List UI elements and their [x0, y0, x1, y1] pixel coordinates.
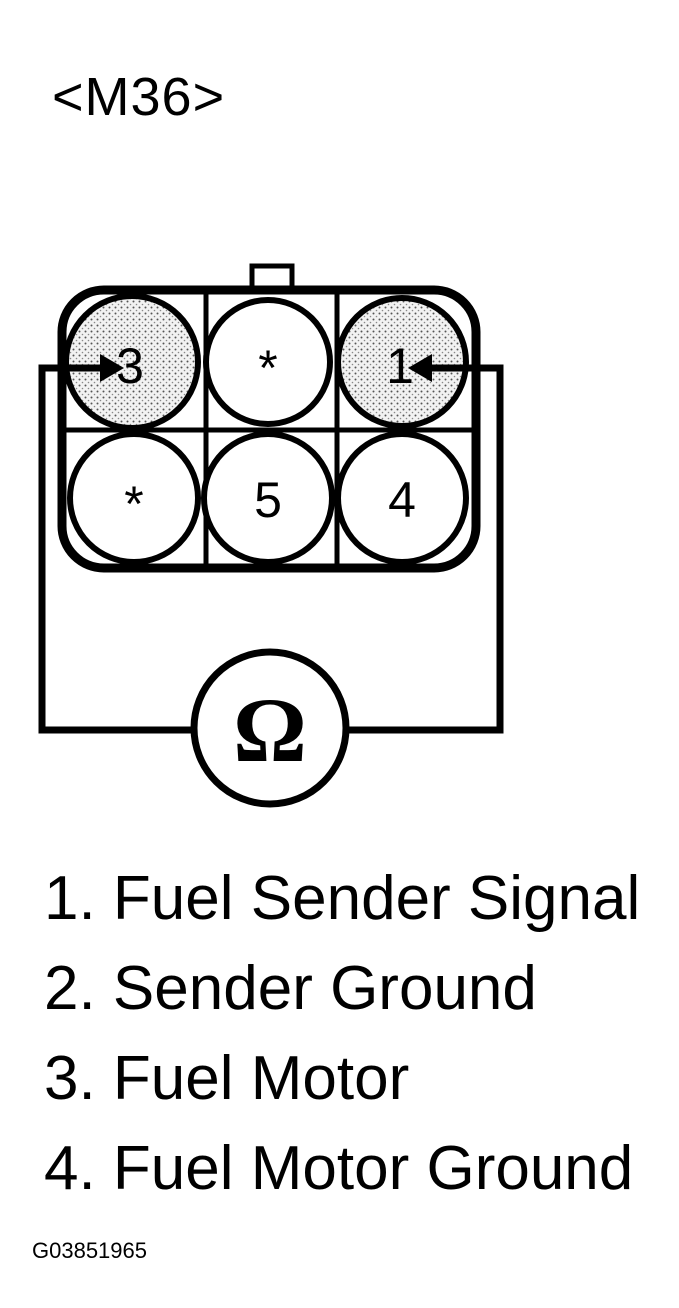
- legend-item: 4. Fuel Motor Ground: [44, 1134, 634, 1203]
- pin-label: 3: [116, 338, 144, 394]
- legend-item: 2. Sender Ground: [44, 954, 537, 1023]
- legend-item: 3. Fuel Motor: [44, 1044, 410, 1113]
- probe-arrow-left: [100, 354, 124, 382]
- pin-cavity-5: [201, 431, 335, 565]
- probe-arrow-right: [408, 354, 432, 382]
- pin-cavity-empty: [67, 431, 201, 565]
- pin-cavity-4: [335, 431, 469, 565]
- ohmmeter-icon: [190, 648, 350, 808]
- legend-item: 1. Fuel Sender Signal: [44, 864, 641, 933]
- pin-cavity-3: [63, 293, 201, 431]
- connector-title: <M36>: [52, 67, 226, 127]
- pin-label: *: [124, 476, 143, 532]
- test-lead-left: [38, 364, 195, 734]
- pin-legend: 1. Fuel Sender Signal 2. Sender Ground 3…: [44, 868, 674, 1228]
- pin-cavity-empty: [203, 297, 333, 427]
- pin-label: 5: [254, 472, 282, 528]
- pin-label: 1: [386, 338, 414, 394]
- pin-label: 4: [388, 472, 416, 528]
- figure-id: G03851965: [32, 1238, 147, 1263]
- ohm-symbol: Ω: [233, 679, 307, 781]
- pin-label: *: [258, 340, 277, 396]
- pin-cavity-1: [335, 295, 469, 429]
- test-lead-right: [345, 364, 504, 734]
